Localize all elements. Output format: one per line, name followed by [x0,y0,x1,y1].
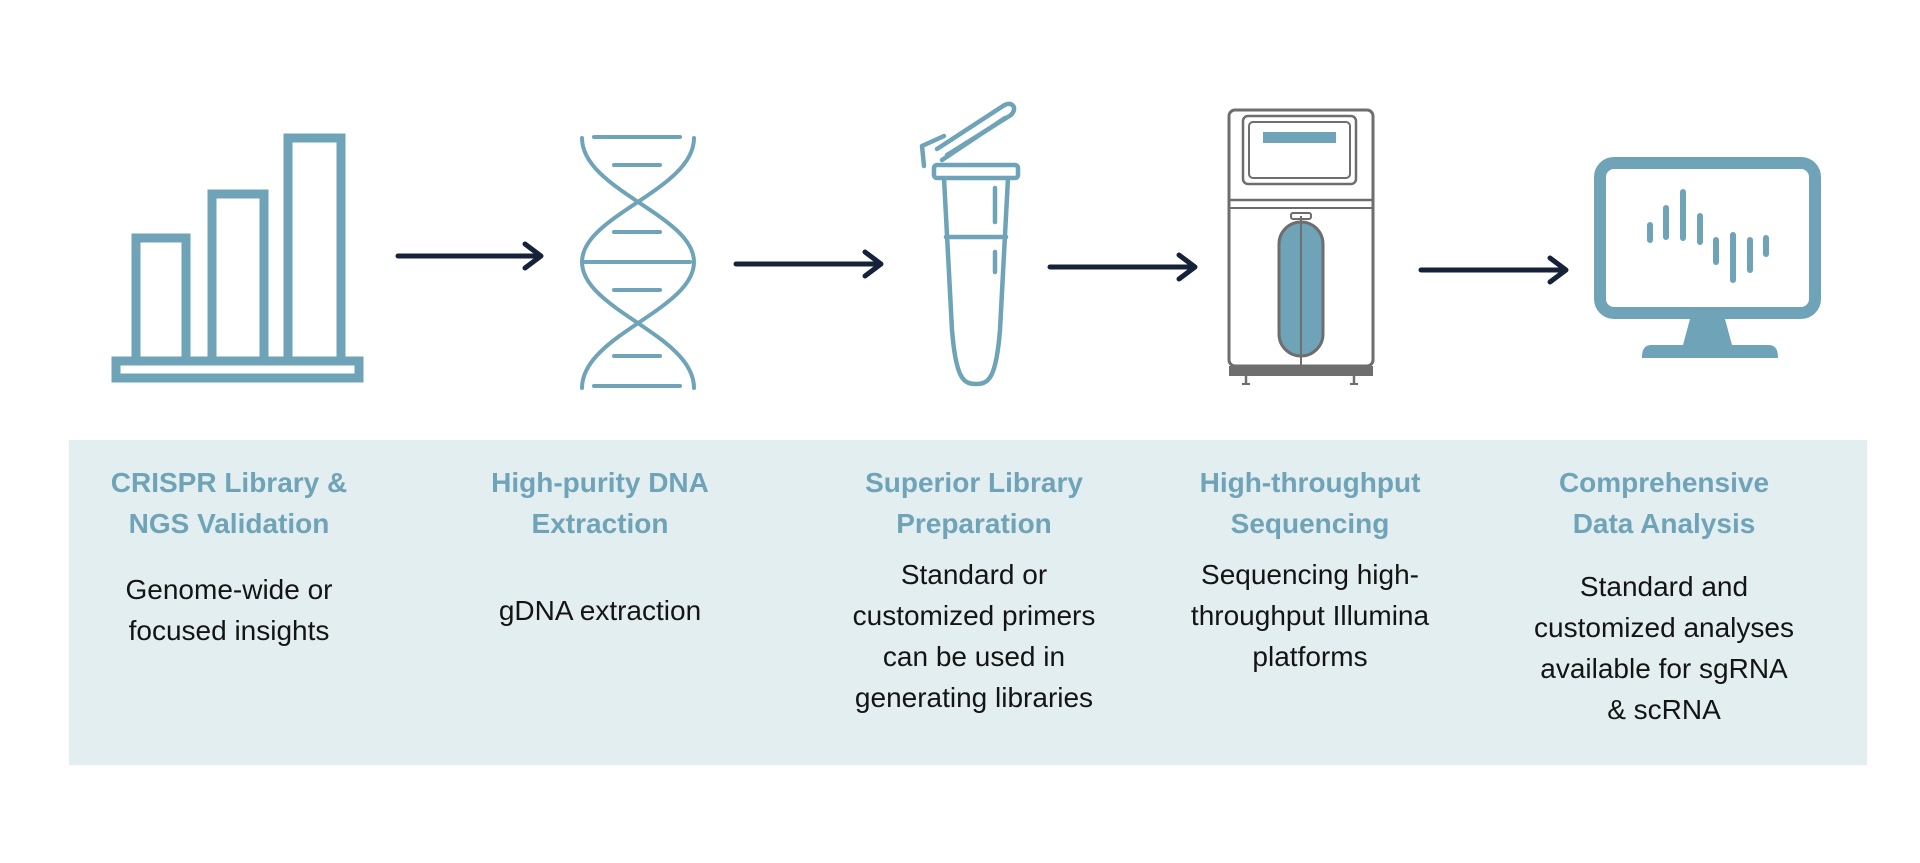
step-library-preparation: Superior Library Preparation Standard or… [829,462,1119,718]
bar-chart-icon [111,133,364,383]
step-description: Sequencing high-throughput Illumina plat… [1190,559,1430,672]
step-title: Comprehensive Data Analysis [1558,467,1770,539]
step-title: Superior Library Preparation [865,467,1083,539]
dna-helix-icon [579,135,697,390]
step-description: Genome-wide or focused insights [125,574,333,646]
step-description: gDNA extraction [498,595,702,626]
arrow-right-icon [733,249,884,279]
monitor-waveform-icon [1594,157,1821,358]
step-title: CRISPR Library & NGS Validation [110,467,348,539]
steps-panel: CRISPR Library & NGS Validation Genome-w… [69,440,1867,765]
microcentrifuge-tube-icon [919,101,1021,387]
workflow-icons [111,101,1821,390]
step-description: Standard or customized primers can be us… [852,559,1096,713]
step-dna-extraction: High-purity DNA Extraction gDNA extracti… [460,462,740,631]
step-crispr-library: CRISPR Library & NGS Validation Genome-w… [89,462,369,651]
step-sequencing: High-throughput Sequencing Sequencing hi… [1175,462,1445,677]
sequencer-instrument-icon [1227,108,1375,385]
step-title: High-purity DNA Extraction [491,467,709,539]
step-data-analysis: Comprehensive Data Analysis Standard and… [1514,462,1814,730]
step-title: High-throughput Sequencing [1199,467,1421,539]
step-description: Standard and customized analyses availab… [1534,571,1794,725]
arrow-right-icon [1047,252,1198,282]
arrow-right-icon [395,241,544,271]
arrow-right-icon [1418,255,1569,285]
